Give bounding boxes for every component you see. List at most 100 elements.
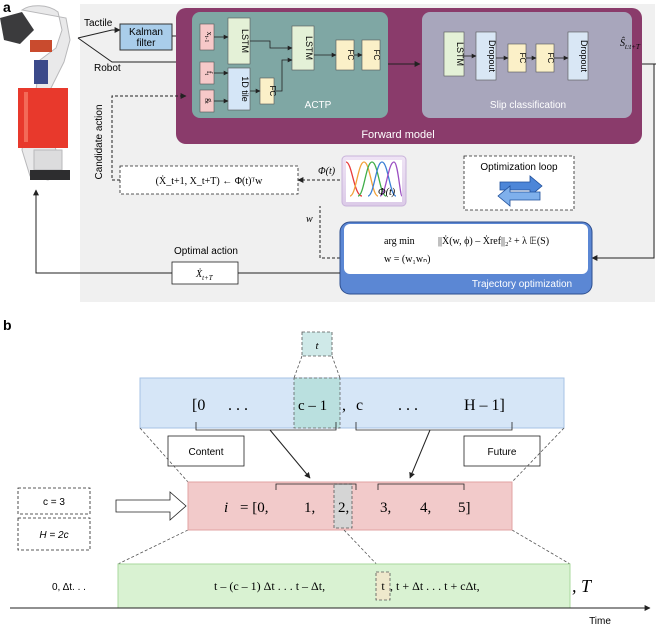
i-value-5: 5] — [458, 500, 471, 516]
current-index-highlight — [293, 377, 341, 429]
robot-wire — [77, 37, 186, 63]
content-box — [167, 435, 245, 467]
output-subscript: t:t+T — [625, 43, 641, 51]
actp-lstm2-label: LSTM — [304, 36, 314, 60]
time-band — [117, 563, 571, 609]
actp-box — [192, 12, 388, 118]
basis-equation-box — [119, 165, 299, 195]
t-box — [301, 331, 333, 357]
future-box — [463, 435, 541, 467]
c-to-i-arrow — [115, 491, 187, 521]
optimization-loop-label: Optimization loop — [480, 162, 558, 173]
kalman-filter-line1: Kalman — [129, 27, 163, 38]
time-t: t — [381, 579, 385, 593]
svg-text:xt-1: xt-1 — [203, 32, 214, 43]
time-T-label: , T — [572, 576, 593, 596]
robot-input-label: Robot — [94, 63, 121, 74]
future-label: Future — [488, 447, 517, 458]
trajectory-optimization-label: Trajectory optimization — [472, 279, 572, 290]
time-t-highlight — [375, 571, 391, 601]
seq-comma: , — [342, 397, 346, 414]
tactile-input-label: Tactile — [84, 18, 113, 29]
seq-dots-right: . . . — [398, 397, 418, 414]
candidate-action-wire — [111, 93, 340, 181]
index-future-bracket — [377, 483, 465, 490]
trajectory-optimization-inner — [344, 224, 588, 274]
loop-arrows-icon — [497, 175, 543, 207]
seq-h-minus-1: H – 1] — [464, 397, 505, 414]
slip-dropout2-label: Dropout — [579, 40, 589, 73]
slip-classification-label: Slip classification — [490, 100, 566, 111]
future-arrow — [409, 429, 431, 479]
panel-b-label: b — [3, 317, 12, 333]
input-f-label: f — [205, 71, 214, 74]
actp-wires — [214, 34, 363, 104]
i-label: i — [224, 500, 228, 516]
kalman-filter-line2: filter — [137, 38, 157, 49]
phi-label: Φ(t) — [318, 166, 336, 177]
t-zoom-left — [293, 355, 303, 379]
w-wire — [319, 206, 340, 259]
time-axis-label: Time — [589, 616, 611, 626]
actp-lstm1-label: LSTM — [240, 29, 250, 53]
sequence-band — [139, 377, 565, 429]
seq-c: c — [356, 397, 363, 414]
future-bracket — [355, 422, 513, 431]
panel-a-label: a — [3, 0, 11, 15]
t-box-label: t — [315, 340, 319, 352]
seq-dots-left: . . . — [228, 397, 248, 414]
forward-model-label: Forward model — [361, 129, 434, 141]
input-x-subscript: t-1 — [203, 36, 209, 43]
tactile-wire — [77, 27, 121, 39]
basis-equation: (Ẋ_t+1, X_t+T) ← Φ(t)ᵀw — [156, 175, 263, 187]
content-label: Content — [188, 447, 223, 458]
w-label: w — [306, 214, 313, 225]
c-equation: c = 3 — [43, 497, 65, 508]
slip-wires — [464, 53, 569, 61]
actp-label: ACTP — [305, 100, 332, 111]
svg-text:gt: gt — [203, 98, 214, 104]
argmin-label: arg min — [384, 236, 415, 247]
t-zoom-right — [331, 355, 341, 379]
actp-fc-small-label: FC — [268, 86, 277, 97]
index-highlight — [333, 483, 353, 529]
optimal-action-label: Optimal action — [174, 246, 238, 257]
i-value-0: = [0, — [240, 500, 268, 516]
kalman-filter-box — [119, 23, 173, 51]
robot-arm-illustration — [0, 5, 71, 181]
output-symbol: Ŝ — [620, 37, 625, 49]
input-x-label: x — [205, 32, 214, 36]
optimal-action-symbol: Ẋ — [195, 268, 203, 280]
projection-lines — [117, 427, 571, 565]
action-to-robot-wire — [33, 189, 172, 274]
optimal-action-subscript: t+T — [202, 274, 214, 282]
input-g-subscript: t — [203, 102, 209, 104]
i-value-4: 4, — [420, 500, 431, 516]
input-f-subscript: t — [203, 74, 209, 76]
content-bracket — [195, 422, 337, 431]
optimal-action-value: Ẋt+T — [195, 268, 214, 282]
seq-open: [0 — [192, 397, 205, 414]
h-equation: H = 2c — [39, 530, 68, 541]
svg-text:ft: ft — [203, 71, 214, 76]
slip-lstm-label: LSTM — [455, 42, 465, 66]
w-definition: w = (w₁wₙ) — [384, 254, 430, 265]
time-left-label: 0, Δt. . . — [52, 582, 86, 593]
actp-tile-box — [227, 67, 251, 111]
i-value-2: 2, — [338, 500, 349, 516]
c-equation-box — [17, 487, 91, 515]
time-expression-b: , t + Δt . . . t + cΔt, — [390, 579, 480, 593]
time-expression-a: t – (c – 1) Δt . . . t – Δt, — [214, 579, 325, 593]
objective-expression: ||Ẋ(w, ϕ) – Ẋref||₂² + λ 𝔼(S) — [438, 235, 549, 247]
slip-lstm-box — [443, 31, 465, 77]
index-content-bracket — [275, 483, 357, 490]
output-to-opt-wire — [591, 64, 655, 261]
output-label: Ŝt:t+T — [620, 37, 641, 51]
content-arrow — [269, 429, 311, 479]
h-equation-box — [17, 517, 91, 551]
slip-dropout1-label: Dropout — [487, 40, 497, 73]
slip-fc1-label: FC — [518, 53, 527, 64]
candidate-action-label: Candidate action — [94, 104, 105, 179]
actp-fc1-label: FC — [346, 50, 355, 61]
